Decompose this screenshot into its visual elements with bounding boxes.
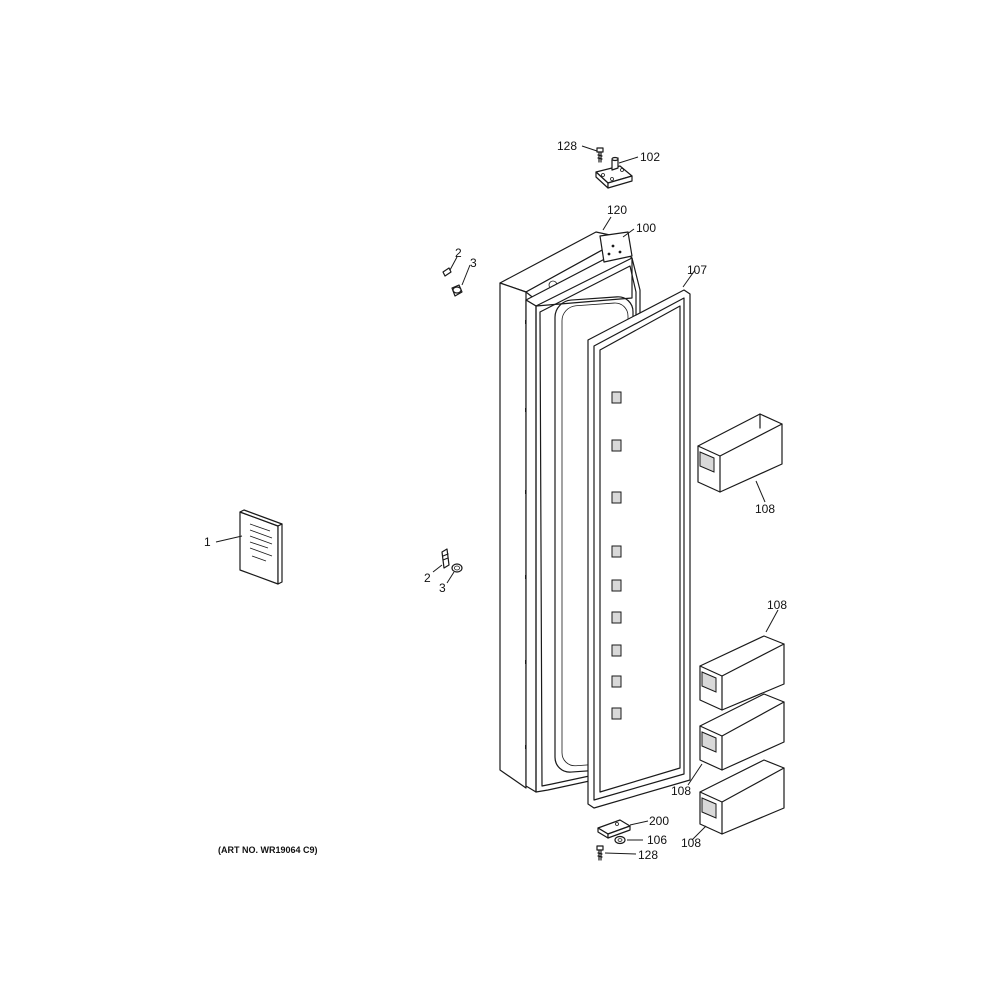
- art-number: (ART NO. WR19064 C9): [218, 845, 318, 855]
- callout-2-top: 2: [455, 246, 462, 260]
- callout-100: 100: [636, 221, 656, 235]
- screw-and-plug-upper: [442, 267, 463, 297]
- bottom-hinge-assembly: [596, 819, 631, 861]
- callout-108-upper: 108: [755, 502, 775, 516]
- owner-manual: [239, 509, 283, 585]
- callout-108-bottom: 108: [681, 836, 701, 850]
- callout-128-top: 128: [557, 139, 577, 153]
- callout-107: 107: [687, 263, 707, 277]
- door-gasket: [587, 289, 691, 809]
- gasket-clips: [611, 391, 622, 720]
- callout-3-mid: 3: [439, 581, 446, 595]
- callout-128-bottom: 128: [638, 848, 658, 862]
- callout-200: 200: [649, 814, 669, 828]
- callout-2-mid: 2: [424, 571, 431, 585]
- door-bin-upper: [697, 413, 783, 493]
- callout-3-top: 3: [470, 256, 477, 270]
- callout-108-lower: 108: [671, 784, 691, 798]
- door-bin-mid-1: [699, 635, 785, 711]
- door-bin-mid-2: [699, 693, 785, 771]
- callout-102: 102: [640, 150, 660, 164]
- callout-106: 106: [647, 833, 667, 847]
- screw-and-plug-middle: [441, 548, 463, 573]
- callout-labels: 128 102 120 100 107 2 3 1 2 3 108 108 10…: [204, 139, 787, 862]
- callout-108-mid: 108: [767, 598, 787, 612]
- callout-1: 1: [204, 535, 211, 549]
- callout-120: 120: [607, 203, 627, 217]
- leader-lines: [215, 145, 779, 855]
- top-hinge-assembly: [595, 147, 633, 189]
- door-bin-lower: [699, 759, 785, 835]
